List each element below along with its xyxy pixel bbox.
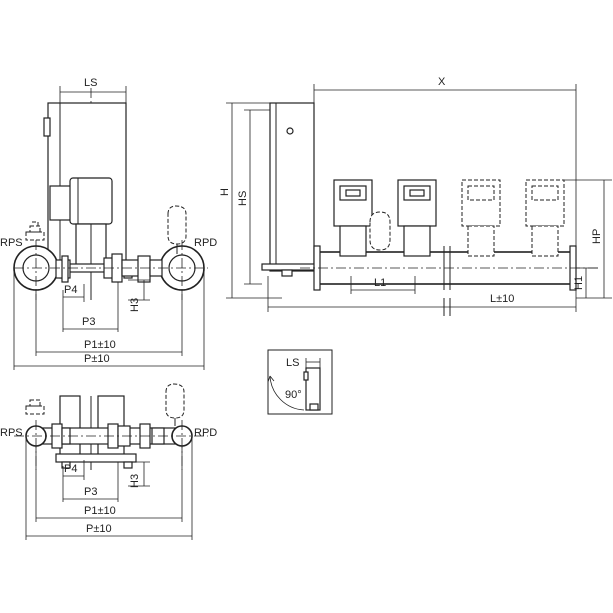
dim-hs: HS (237, 191, 249, 206)
pressure-vessel (167, 205, 187, 245)
dim-p1-bottom: P1±10 (84, 505, 116, 517)
dim-p3-bottom: P3 (84, 486, 97, 498)
dim-ls-detail: LS (286, 357, 299, 369)
side-view-top (13, 88, 208, 300)
label-rpd-bottom: RPD (194, 427, 217, 439)
front-pressure-vessel (369, 211, 391, 251)
dim-angle: 90° (285, 389, 302, 401)
dim-p-top: P±10 (84, 353, 110, 365)
dim-p-bottom: P±10 (86, 523, 112, 535)
dim-h3-top: H3 (129, 298, 141, 312)
cabinet-handle (43, 117, 51, 137)
label-rps-top: RPS (0, 237, 23, 249)
dim-p3-top: P3 (82, 316, 95, 328)
pump-2 (397, 179, 437, 257)
dim-p1-top: P1±10 (84, 339, 116, 351)
pump-1 (333, 179, 373, 257)
motor-fan-cover (49, 185, 73, 221)
pump-4-optional (525, 179, 565, 257)
dim-ls-top: LS (84, 77, 97, 89)
dim-l1: L1 (374, 277, 386, 289)
detail-frame (267, 349, 333, 415)
front-view-dims: X H HS HP H1 L1 L±10 (219, 76, 612, 316)
bottom-pressure-vessel (165, 383, 185, 419)
pump-3-optional (461, 179, 501, 257)
dim-p4-top: P4 (64, 284, 77, 296)
label-rps-bottom: RPS (0, 427, 23, 439)
dim-p4-bottom: P4 (64, 463, 77, 475)
dim-hp: HP (591, 229, 603, 244)
dim-h1: H1 (573, 276, 585, 290)
dim-h: H (219, 188, 231, 196)
dim-x: X (438, 76, 446, 88)
dim-l: L±10 (490, 293, 514, 305)
label-rpd-top: RPD (194, 237, 217, 249)
front-view (261, 102, 598, 291)
motor (69, 177, 113, 225)
side-view-top-dims: LS RPS RPD P4 P3 H3 P1±10 P±10 (0, 77, 217, 370)
side-view-bottom (14, 383, 208, 470)
detail-ls-angle: LS 90° (267, 349, 333, 415)
dim-h3-bottom: H3 (129, 474, 141, 488)
bottom-base-frame (55, 453, 137, 463)
side-view-bottom-dims: RPS RPD P4 P3 H3 P1±10 P±10 (0, 427, 217, 540)
